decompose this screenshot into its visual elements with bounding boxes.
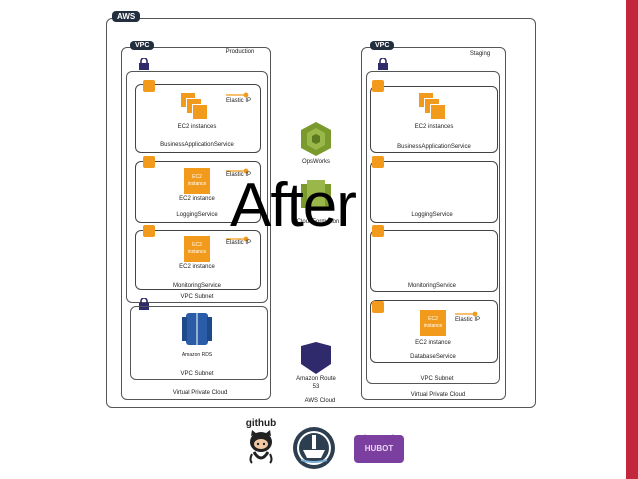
staging-logging-box [370, 161, 498, 223]
octocat-icon [249, 430, 273, 464]
production-monitoring-ec2-icon: EC2 instance [184, 236, 210, 262]
staging-subnet-label: VPC Subnet [420, 376, 454, 382]
elastic-ip-icon [226, 236, 249, 242]
elastic-ip-icon [455, 311, 478, 317]
cloudformation-label: CloudFormation [296, 219, 340, 225]
production-business-eip: Elastic IP [226, 98, 252, 104]
production-logging-ec2-label: EC2 instance [179, 196, 215, 202]
staging-vpc-frame [361, 47, 506, 400]
production-monitoring-ec2-label: EC2 instance [179, 264, 215, 270]
ec2-instances-icon [180, 92, 210, 122]
lock-icon [378, 58, 388, 70]
staging-logging-service: LoggingService [411, 212, 453, 218]
production-logging-marker [143, 156, 155, 168]
staging-business-service: BusinessApplicationService [397, 144, 471, 150]
github-wordmark: github [245, 418, 277, 429]
hubot-antenna-icon [362, 434, 396, 443]
production-monitoring-service: MonitoringService [172, 283, 222, 289]
staging-database-service: DatabaseService [410, 354, 456, 360]
production-subnet-2-label: VPC Subnet [180, 371, 214, 377]
production-subnet-1 [126, 71, 268, 303]
staging-vpc-badge: VPC [370, 41, 395, 50]
lock-icon [139, 58, 149, 70]
hubot-logo: HUBOT [354, 434, 404, 463]
production-logging-ec2-icon: EC2 instance [184, 168, 210, 194]
staging-title: Staging [469, 51, 491, 57]
github-logo: github [244, 418, 278, 468]
staging-business-ec2-label: EC2 instances [414, 124, 454, 130]
staging-database-eip: Elastic IP [455, 317, 481, 323]
amazon-rds-label: Amazon RDS [181, 352, 213, 358]
production-subnet-2 [130, 306, 268, 380]
production-logging-service: LoggingService [176, 212, 218, 218]
opsworks-icon [301, 122, 331, 156]
elastic-ip-icon [226, 92, 249, 98]
cloudformation-icon [301, 180, 331, 210]
production-vpc-label: Virtual Private Cloud [172, 390, 228, 396]
production-subnet-1-label: VPC Subnet [180, 294, 214, 300]
production-logging-eip: Elastic IP [226, 172, 252, 178]
docker-logo-icon [293, 427, 335, 469]
production-monitoring-eip: Elastic IP [226, 240, 252, 246]
production-monitoring-marker [143, 225, 155, 237]
aws-cloud-label: AWS Cloud [304, 398, 336, 404]
aws-cloud-frame [106, 18, 536, 408]
staging-subnet [366, 71, 500, 384]
staging-monitoring-marker [372, 225, 384, 237]
opsworks-label: OpsWorks [302, 159, 330, 165]
production-business-ec2-label: EC2 instances [177, 124, 217, 130]
hubot-wordmark: HUBOT [364, 444, 394, 453]
staging-business-marker [372, 80, 384, 92]
staging-database-ec2-label: EC2 instance [415, 340, 451, 346]
amazon-rds-icon [182, 313, 212, 345]
route53-icon [301, 342, 331, 374]
ec2-instances-icon [418, 92, 448, 122]
staging-monitoring-service: MonitoringService [407, 283, 457, 289]
production-vpc-frame [121, 47, 271, 400]
aws-badge: AWS [112, 11, 141, 22]
production-business-marker [143, 80, 155, 92]
elastic-ip-icon [226, 168, 249, 174]
route53-label-line2: 53 [312, 384, 320, 390]
staging-vpc-label: Virtual Private Cloud [410, 392, 466, 398]
staging-monitoring-box [370, 230, 498, 292]
production-business-service: BusinessApplicationService [160, 142, 234, 148]
production-vpc-badge: VPC [130, 41, 155, 50]
slide-accent-bar [626, 0, 638, 479]
after-title: After [230, 171, 357, 240]
staging-database-ec2-icon: EC2 instance [420, 310, 446, 336]
staging-database-marker [372, 301, 384, 313]
staging-logging-marker [372, 156, 384, 168]
production-title: Production [225, 49, 255, 55]
route53-label-line1: Amazon Route [296, 376, 336, 382]
